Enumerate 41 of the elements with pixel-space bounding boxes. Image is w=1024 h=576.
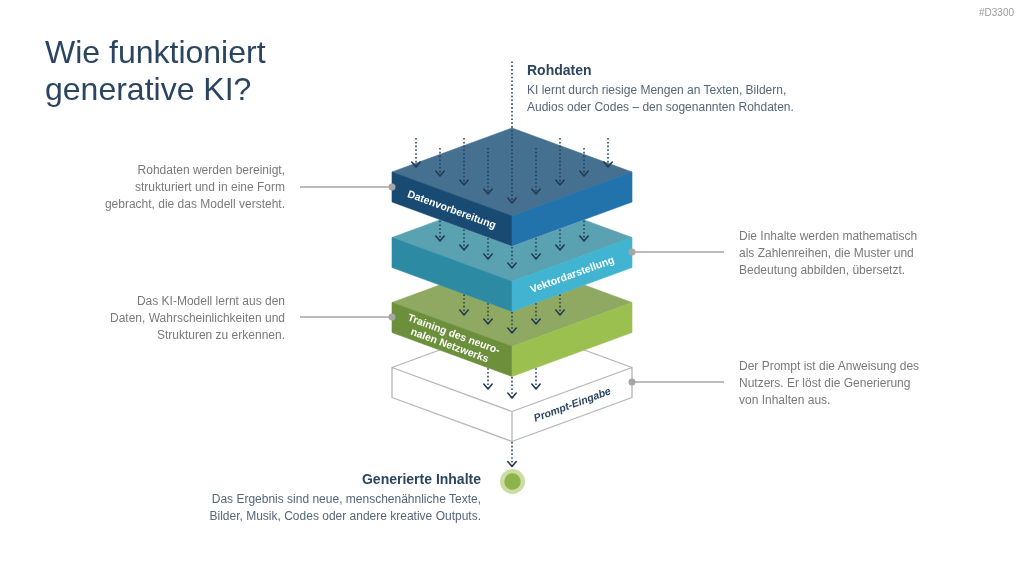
dotted-arrow xyxy=(531,302,541,325)
annotation-text: Die Inhalte werden mathematisch als Zahlenreihen, die Muster und Bedeutung abbilden, übersetzt. xyxy=(739,227,919,279)
section-heading: Generierte Inhalte xyxy=(360,470,481,488)
dotted-arrow xyxy=(603,137,613,168)
annotation-text: Der Prompt ist die Anweisung des Nutzers. Er löst die Generierung von Inhalten aus. xyxy=(739,357,921,409)
reference-code: #D3300 xyxy=(978,7,1014,19)
leader-line xyxy=(628,378,725,386)
dotted-arrow xyxy=(483,147,493,195)
leader-line xyxy=(299,183,396,191)
dotted-arrow xyxy=(459,137,469,186)
page-title: Wie funktioniert generative KI? xyxy=(45,34,267,108)
dotted-arrow xyxy=(507,60,517,204)
dotted-arrow xyxy=(483,237,493,260)
section-heading: Rohdaten xyxy=(527,60,593,79)
description-text: KI lernt durch riesige Mengen an Texten, Bildern, Audios oder Codes – den sogenannten Rohdaten. xyxy=(527,81,795,116)
circle-marker xyxy=(499,468,525,494)
dotted-arrow xyxy=(507,246,517,269)
dotted-arrow xyxy=(411,137,421,168)
dotted-arrow xyxy=(531,367,541,390)
dotted-arrow xyxy=(459,228,469,251)
dotted-arrow xyxy=(507,441,517,468)
dotted-arrow xyxy=(459,293,469,316)
dotted-arrow xyxy=(507,376,517,399)
dotted-arrow xyxy=(579,147,589,177)
dotted-arrow xyxy=(435,219,445,242)
dotted-arrow xyxy=(483,367,493,390)
dotted-arrow xyxy=(531,237,541,260)
leader-line xyxy=(628,248,725,256)
dotted-arrow xyxy=(435,147,445,177)
description-text: Das Ergebnis sind neue, menschenähnliche Texte, Bilder, Musik, Codes oder andere kreative Outputs. xyxy=(208,491,481,525)
leader-line xyxy=(299,313,396,321)
dotted-arrow xyxy=(579,219,589,242)
annotation-text: Das KI-Modell lernt aus den Daten, Wahrscheinlichkeiten und Strukturen zu erkennen. xyxy=(109,292,285,344)
annotation-text: Rohdaten werden bereinigt, strukturiert und in eine Form gebracht, die das Modell versteht. xyxy=(103,162,285,213)
dotted-arrow xyxy=(507,311,517,334)
dotted-arrow xyxy=(531,147,541,195)
dotted-arrow xyxy=(555,137,565,186)
layer-slab xyxy=(392,128,632,246)
dotted-arrow xyxy=(555,228,565,251)
dotted-arrow xyxy=(555,293,565,316)
dotted-arrow xyxy=(483,302,493,325)
